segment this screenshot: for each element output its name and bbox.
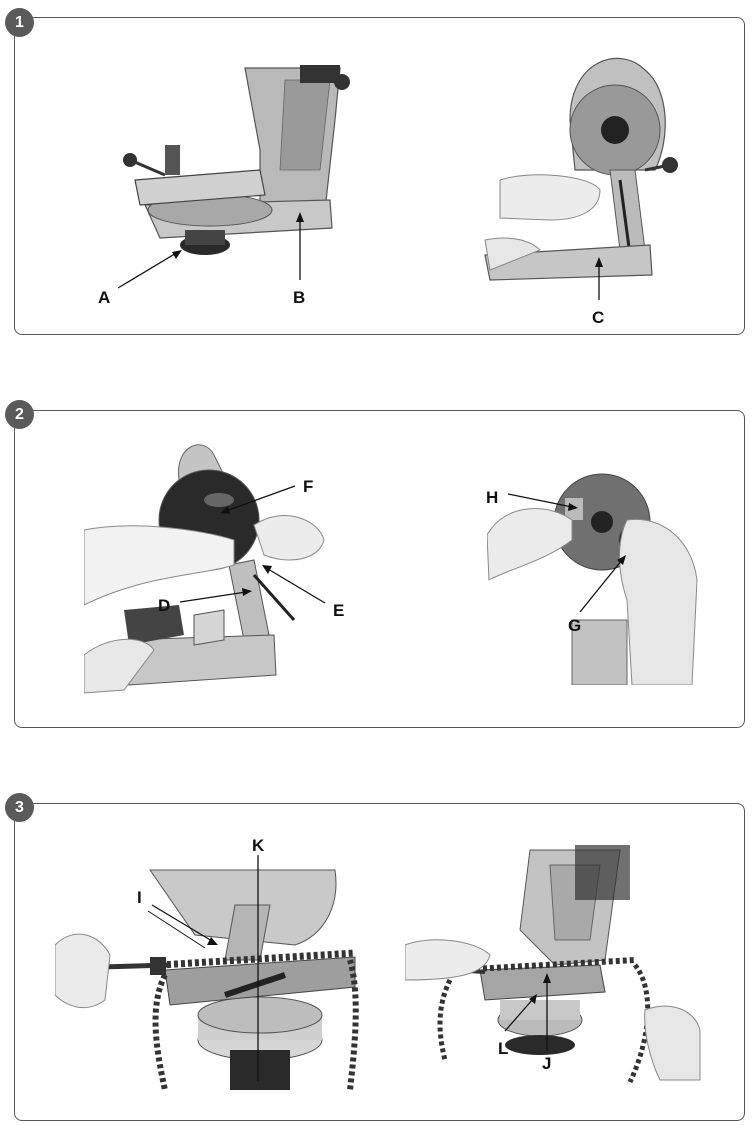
figure-2-remove-guard [84,444,325,694]
label-i: I [137,888,142,907]
label-g: G [568,616,582,635]
callout-lines-1 [117,212,603,300]
label-a: A [98,288,111,307]
step-3-badge: 3 [5,793,34,822]
label-b: B [293,288,306,307]
label-e: E [333,601,345,620]
callout-lines-2 [179,485,626,613]
label-f: F [303,477,314,496]
label-c: C [592,308,605,327]
label-l: L [498,1039,509,1058]
figure-3-chain-vise-side [405,845,701,1084]
figure-3-chain-vise-front [55,869,359,1091]
label-j: J [542,1054,552,1073]
label-h: H [486,488,499,507]
label-k: K [252,836,265,855]
figure-1-sharpener-angle [123,65,350,255]
figure-1-hand-holding [484,57,678,281]
label-d: D [158,596,171,615]
step-1-badge: 1 [5,8,34,37]
step-2-badge: 2 [5,400,34,429]
callout-lines-3 [147,855,551,1081]
figure-2-wheel-nut [487,473,698,685]
